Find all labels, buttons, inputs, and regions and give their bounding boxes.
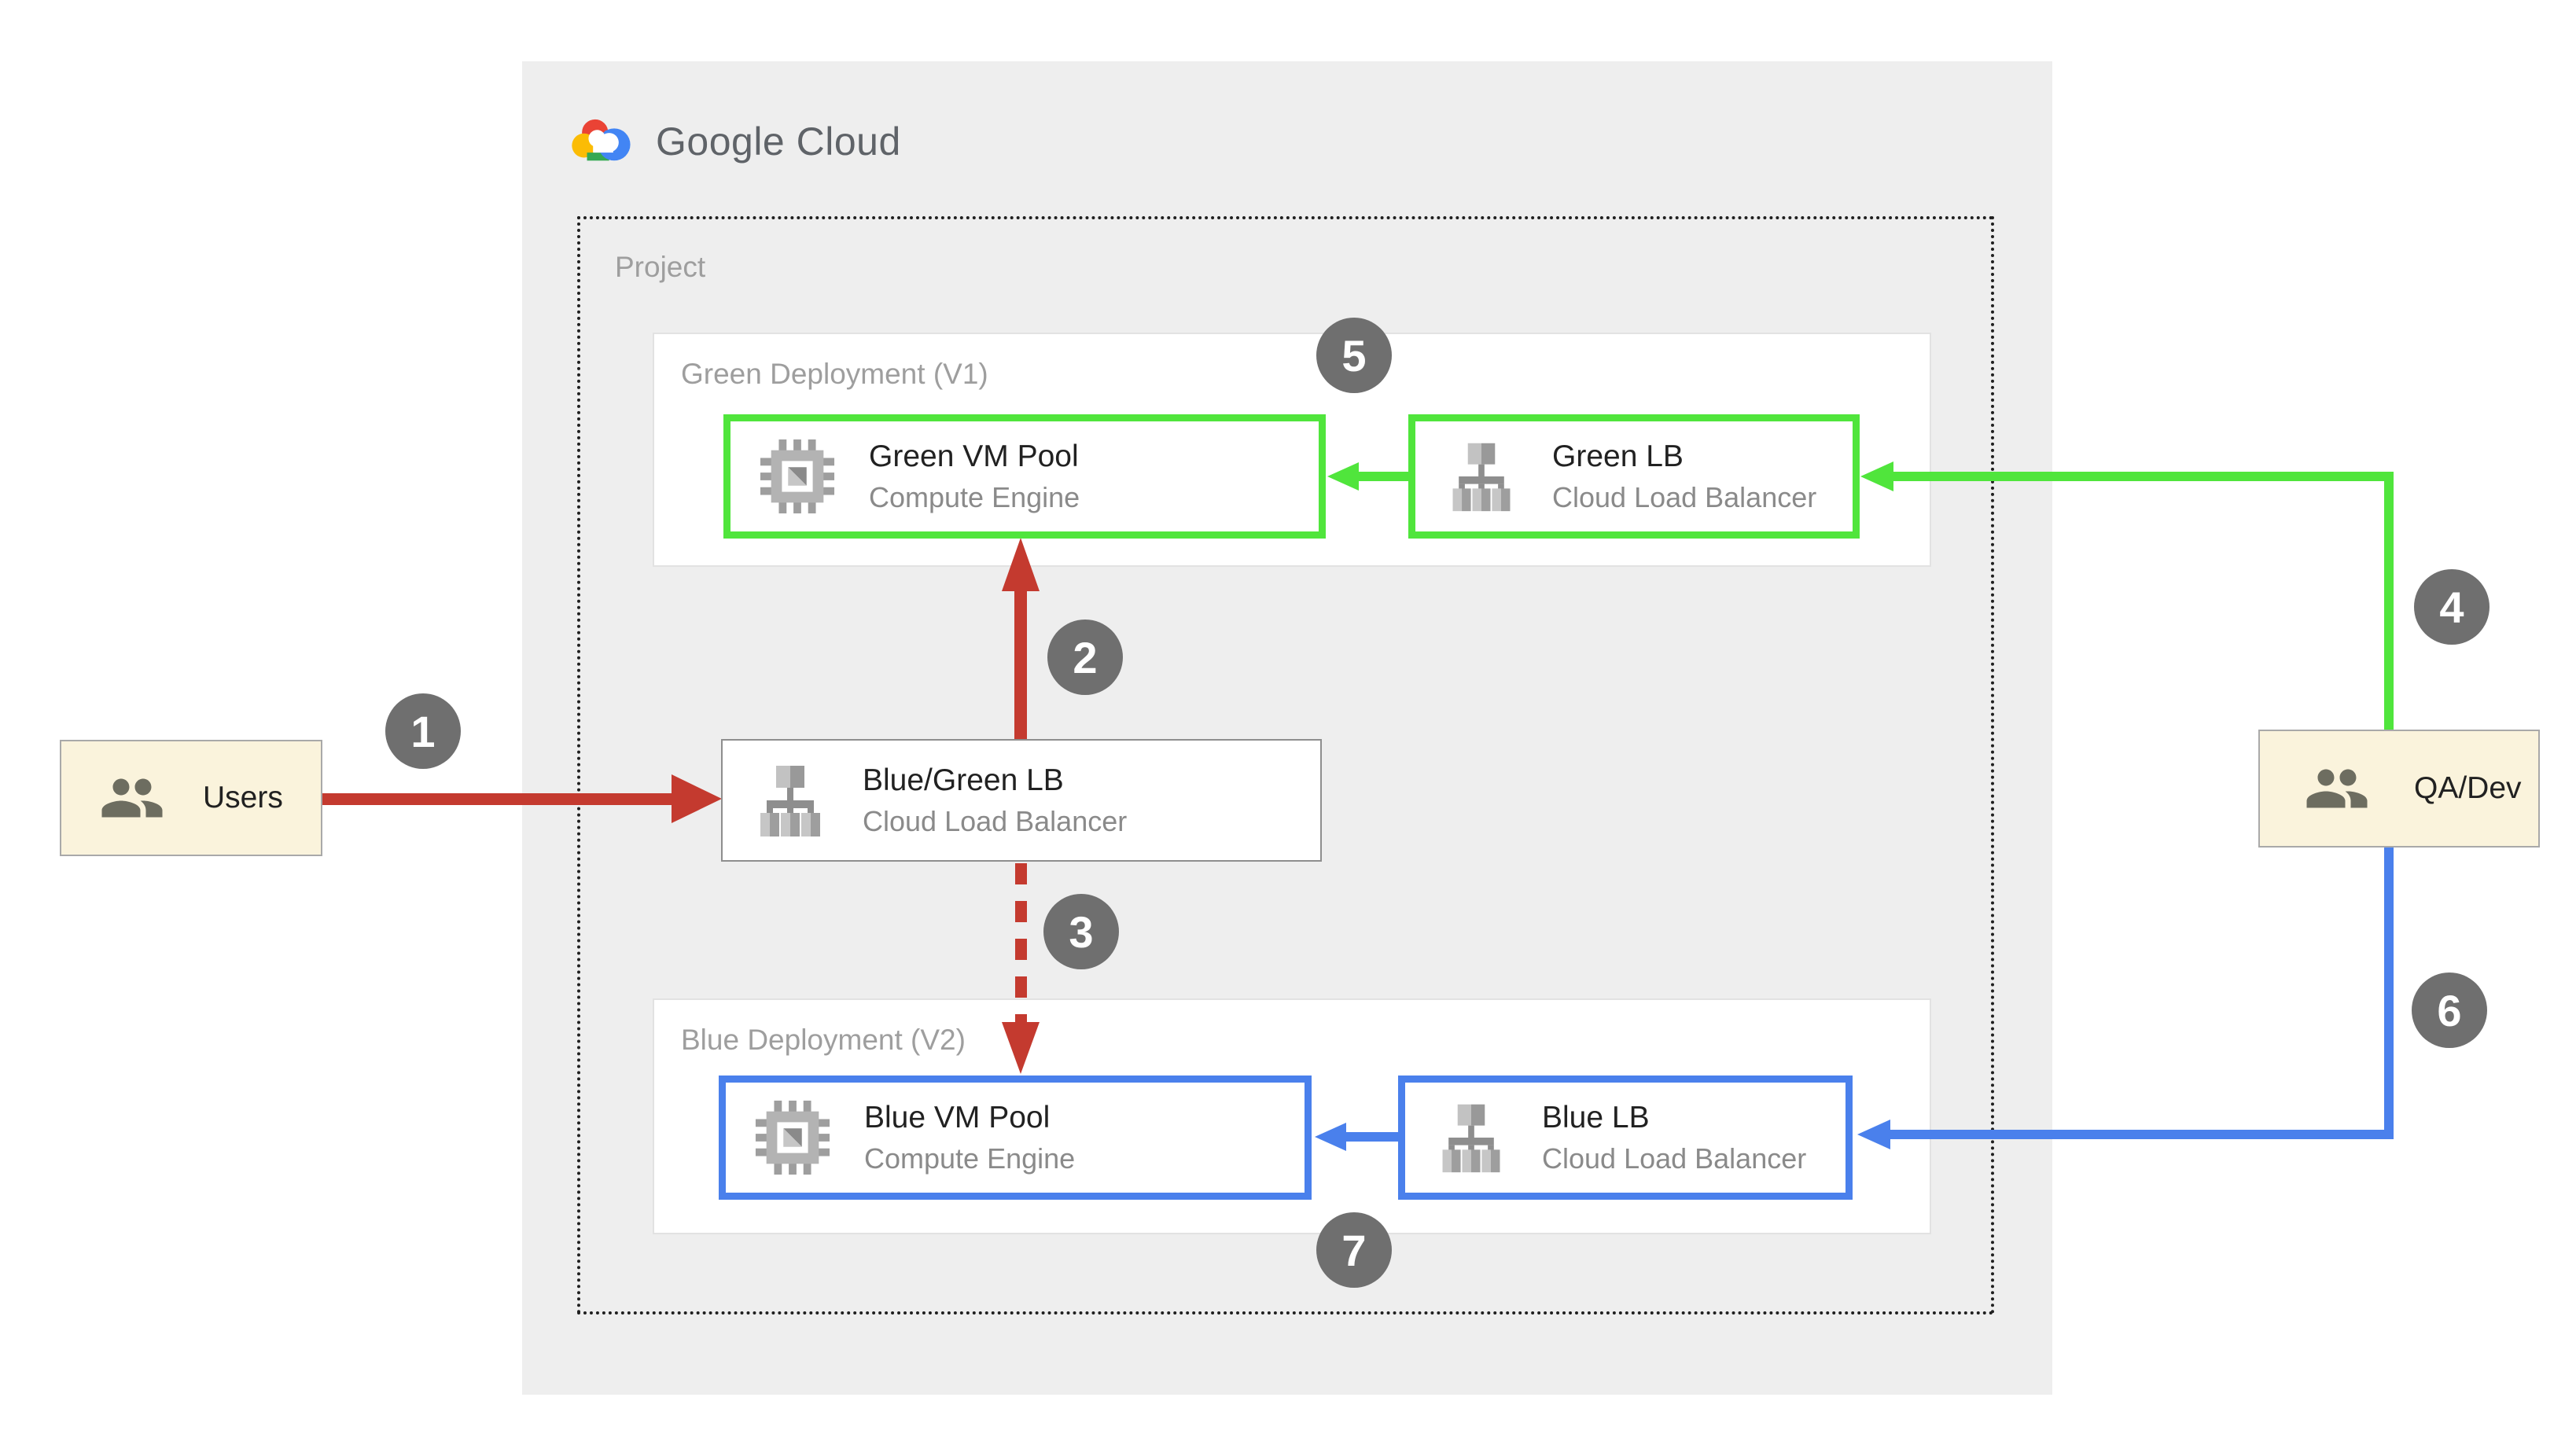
node-subtitle: Compute Engine <box>869 480 1080 513</box>
blue-green-lb-node: Blue/Green LB Cloud Load Balancer <box>721 739 1322 862</box>
users-icon <box>101 778 163 818</box>
arrow-users-to-bglb-shaft <box>322 793 673 805</box>
load-balancer-icon <box>1452 443 1511 512</box>
compute-engine-icon <box>755 1100 830 1175</box>
arrow-qadev-to-greenlb-head <box>1860 461 1893 491</box>
node-subtitle: Compute Engine <box>864 1142 1076 1175</box>
users-actor-box: Users <box>60 740 322 856</box>
node-title: Blue LB <box>1542 1100 1650 1134</box>
line-qadev-to-greenlb-horizontal <box>1892 472 2394 481</box>
arrow-bluelb-to-bluevm-head <box>1315 1123 1346 1151</box>
line-qadev-to-greenlb-vertical <box>2384 472 2394 730</box>
arrow-bglb-to-bluevm-shaft <box>1015 863 1027 1024</box>
node-subtitle: Cloud Load Balancer <box>863 804 1128 837</box>
arrow-bglb-to-greenvm-head <box>1002 538 1040 591</box>
step-badge-4: 4 <box>2414 569 2490 645</box>
green-deployment-label: Green Deployment (V1) <box>681 358 988 390</box>
compute-engine-icon <box>760 439 835 514</box>
green-vm-pool-node: Green VM Pool Compute Engine <box>723 414 1326 539</box>
arrow-qadev-to-bluelb-head <box>1857 1120 1890 1149</box>
qadev-actor-box: QA/Dev <box>2258 730 2540 848</box>
blue-lb-node: Blue LB Cloud Load Balancer <box>1398 1076 1853 1200</box>
node-title: Green LB <box>1552 439 1684 473</box>
blue-deployment-label: Blue Deployment (V2) <box>681 1024 966 1056</box>
project-label: Project <box>615 251 706 283</box>
google-cloud-logo: Google Cloud <box>571 116 901 167</box>
arrow-greenlb-to-greenvm-shaft <box>1357 472 1408 481</box>
load-balancer-icon <box>760 766 820 836</box>
users-icon <box>2306 769 2368 808</box>
google-cloud-logo-text: Google Cloud <box>656 120 901 164</box>
users-label: Users <box>203 781 283 814</box>
green-lb-node: Green LB Cloud Load Balancer <box>1408 414 1860 539</box>
load-balancer-icon <box>1442 1104 1500 1173</box>
google-cloud-cloud-icon <box>571 119 635 167</box>
node-title: Blue VM Pool <box>864 1100 1051 1134</box>
node-title: Green VM Pool <box>869 439 1079 473</box>
arrow-bglb-to-greenvm-shaft <box>1014 588 1027 739</box>
qadev-label: QA/Dev <box>2414 771 2522 805</box>
arrow-greenlb-to-greenvm-head <box>1327 462 1359 491</box>
line-qadev-to-bluelb-vertical <box>2384 848 2394 1139</box>
arrow-bglb-to-bluevm-head <box>1002 1022 1040 1074</box>
step-badge-1: 1 <box>385 693 461 769</box>
node-title: Blue/Green LB <box>863 763 1064 797</box>
arrow-users-to-bglb-head <box>672 774 722 823</box>
arrow-bluelb-to-bluevm-shaft <box>1345 1132 1398 1142</box>
step-badge-6: 6 <box>2412 973 2487 1048</box>
blue-vm-pool-node: Blue VM Pool Compute Engine <box>719 1076 1312 1200</box>
step-badge-3: 3 <box>1043 894 1119 969</box>
node-subtitle: Cloud Load Balancer <box>1542 1142 1807 1175</box>
project-boundary: Project <box>577 216 1994 1314</box>
step-badge-7: 7 <box>1316 1212 1392 1288</box>
line-qadev-to-bluelb-horizontal <box>1890 1130 2394 1139</box>
step-badge-2: 2 <box>1047 620 1123 695</box>
step-badge-5: 5 <box>1316 318 1392 393</box>
node-subtitle: Cloud Load Balancer <box>1552 480 1817 513</box>
